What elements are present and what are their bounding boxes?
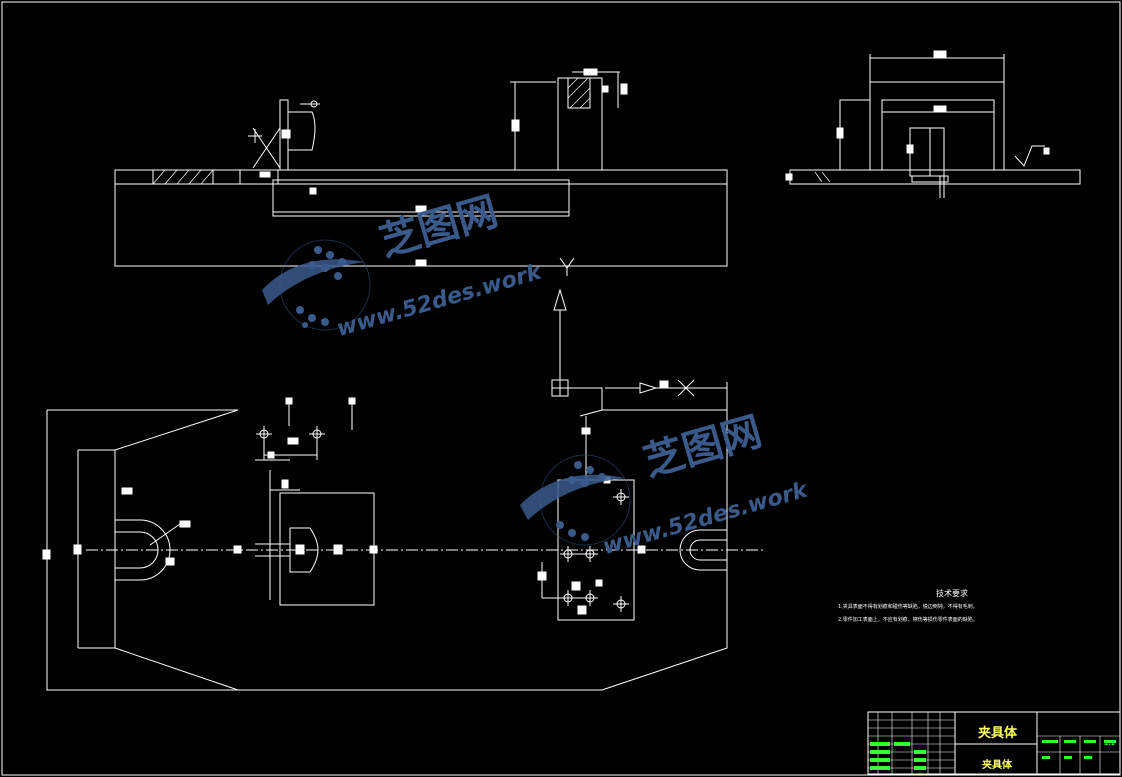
title-block-scale: 1:1	[1104, 740, 1115, 747]
front-view	[114, 68, 728, 276]
title-block-table-marks	[870, 740, 1116, 770]
watermark-logo-upper	[262, 239, 371, 331]
watermark-logo-lower	[520, 454, 631, 546]
notes-line-1: 1.夹具表面不得有划痕和碰伤等缺陷，锐边倒钝，不得有毛刺。	[838, 604, 978, 610]
plan-view	[42, 288, 764, 691]
side-view	[785, 50, 1081, 198]
notes-title: 技术要求	[936, 589, 968, 598]
title-block-part-name: 夹具体	[978, 726, 1018, 741]
title-block-drawing-name: 夹具体	[982, 760, 1012, 771]
notes-line-2: 2.零件加工表面上，不应有划痕、擦伤等损伤零件表面的缺陷。	[838, 617, 978, 623]
